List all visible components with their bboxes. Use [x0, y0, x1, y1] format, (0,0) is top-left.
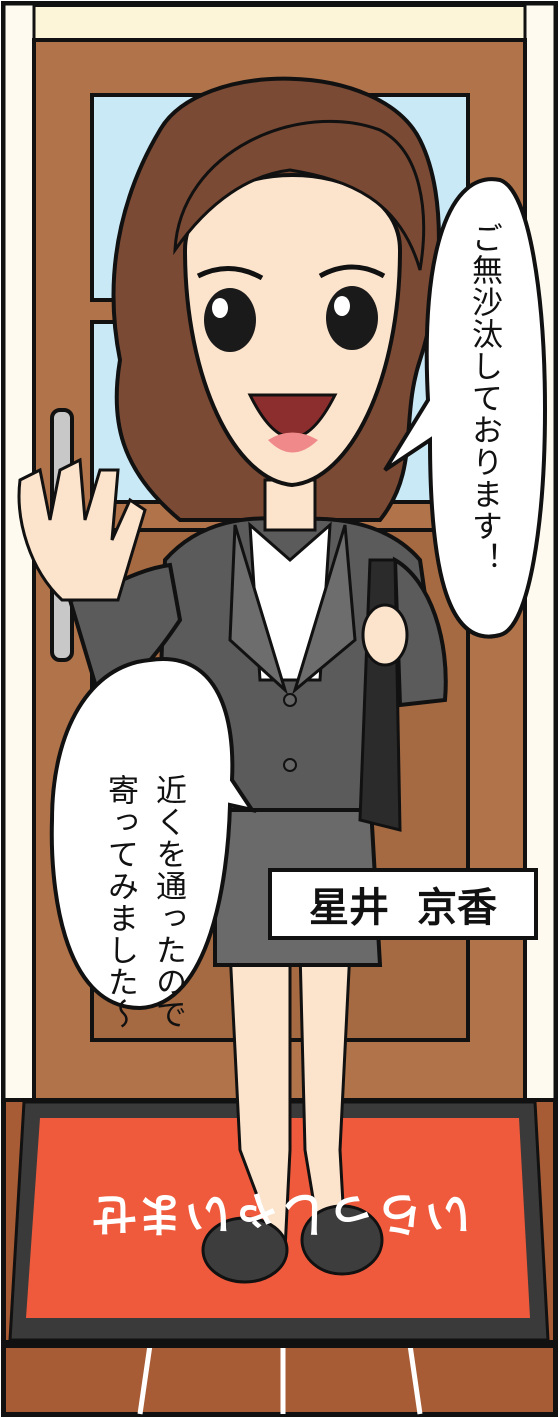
name-plate: 星井 京香: [268, 868, 538, 940]
character: [17, 76, 448, 1284]
right-shoe: [300, 1204, 384, 1276]
right-eye: [326, 286, 378, 350]
left-shoe: [201, 1216, 289, 1284]
speech-bubble-left-line2: 寄ってみました〜: [102, 774, 138, 1030]
speech-bubble-left-text: 近くを通ったので 寄ってみました〜: [96, 700, 240, 1030]
doormat-text: いらっしゃいませ: [88, 1187, 472, 1241]
name-plate-given-name: 京香: [417, 885, 497, 931]
speech-bubble-right: [383, 177, 547, 639]
speech-bubble-right-text: ご無沙汰しております！: [466, 222, 502, 574]
left-eye: [204, 288, 256, 352]
speech-bubble-left: [49, 657, 257, 1011]
speech-bubble-left-line1: 近くを通ったので: [150, 774, 186, 1030]
name-plate-family-name: 星井: [309, 885, 389, 931]
floor-front-edge: [4, 1340, 555, 1348]
